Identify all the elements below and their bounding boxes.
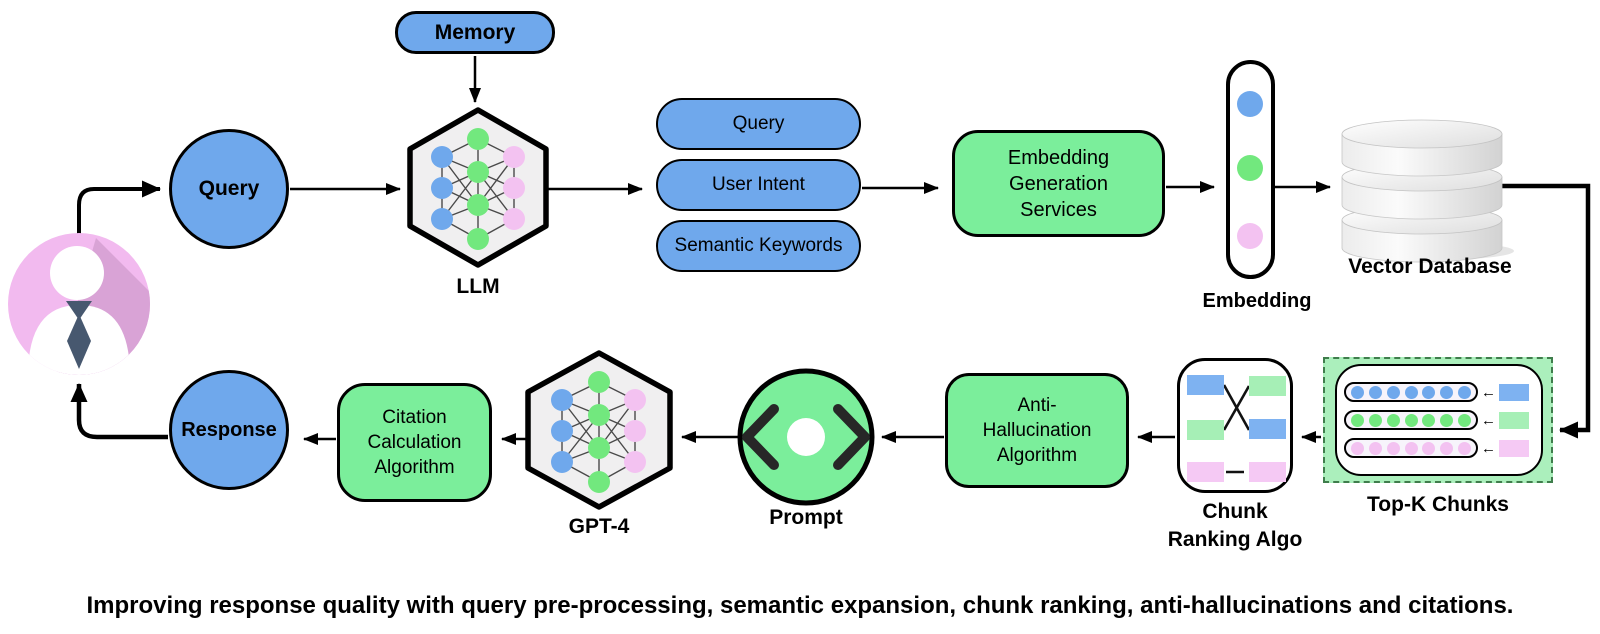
- prompt-dot: [787, 418, 825, 456]
- response-label: Response: [181, 418, 277, 441]
- memory-label: Memory: [434, 20, 516, 44]
- database-cylinders-icon: [1341, 119, 1514, 263]
- chunk-swatch: [1499, 439, 1529, 457]
- anti-hallucination-line2: Hallucination: [982, 420, 1092, 441]
- egs-line-1: Embedding: [1007, 146, 1110, 169]
- topk-row-blue: ←: [1344, 382, 1534, 402]
- gpt4-hexagon: [525, 350, 673, 510]
- expansion-pill-user-intent-label: User Intent: [712, 174, 805, 195]
- prompt-node: [737, 368, 875, 506]
- topk-row-green: ←: [1344, 410, 1534, 430]
- vector-pill: [1344, 382, 1478, 402]
- expansion-pill-query: Query: [656, 98, 861, 150]
- chunk-ranking-label-line1: Chunk: [1202, 500, 1268, 523]
- citation-line3: Algorithm: [374, 457, 455, 478]
- chunk-ranking-node: [1177, 358, 1293, 493]
- expansion-pill-semantic-keywords-label: Semantic Keywords: [674, 235, 843, 256]
- figure-caption: Improving response quality with query pr…: [86, 592, 1514, 619]
- anti-hallucination-line1: Anti-: [1017, 395, 1057, 416]
- db-disc-top: [1341, 119, 1503, 177]
- anti-hallucination-node: Anti- Hallucination Algorithm: [945, 373, 1129, 488]
- anti-hallucination-line3: Algorithm: [996, 445, 1078, 466]
- expansion-pill-semantic-keywords: Semantic Keywords: [656, 220, 861, 272]
- citation-line2: Calculation: [367, 432, 462, 453]
- vector-pill: [1344, 410, 1478, 430]
- expansion-pill-query-label: Query: [732, 113, 785, 134]
- egs-line-2: Generation: [1009, 172, 1108, 195]
- memory-node: Memory: [395, 11, 555, 54]
- egs-line-3: Services: [1020, 198, 1097, 221]
- query-node: Query: [169, 129, 289, 249]
- topk-row-pink: ←: [1344, 438, 1534, 458]
- citation-line1: Citation: [382, 407, 447, 428]
- left-arrow-icon: ←: [1481, 383, 1496, 401]
- neural-nodes: [431, 128, 525, 250]
- vector-pill: [1344, 438, 1478, 458]
- embedding-label: Embedding: [1202, 290, 1312, 312]
- chunk-ranking-label: Chunk Ranking Algo: [1135, 498, 1335, 554]
- vector-dots-capsule-icon: [1226, 60, 1275, 279]
- gpt4-label: GPT-4: [568, 515, 630, 538]
- neural-nodes: [551, 371, 646, 493]
- arrow-user-to-query: [77, 180, 161, 238]
- arrow-db-to-topk: [1502, 183, 1591, 439]
- code-brackets-icon: [742, 404, 870, 470]
- connector-arrows: [70, 56, 1591, 445]
- query-label: Query: [198, 177, 260, 200]
- left-arrow-icon: ←: [1481, 439, 1496, 457]
- vector-database-label: Vector Database: [1348, 255, 1512, 278]
- citation-calculation-node: Citation Calculation Algorithm: [337, 383, 492, 502]
- expansion-pill-user-intent: User Intent: [656, 159, 861, 211]
- chunk-vector-rows-icon: ← ← ←: [1335, 364, 1543, 476]
- left-arrow-icon: ←: [1481, 411, 1496, 429]
- swap-compare-icon: [1187, 375, 1286, 482]
- chunk-swatch: [1499, 383, 1529, 401]
- embedding-generation-services-node: Embedding Generation Services: [952, 130, 1165, 237]
- topk-chunks-node: ← ← ←: [1323, 357, 1553, 483]
- user-avatar-icon: [8, 233, 150, 375]
- prompt-label: Prompt: [769, 506, 843, 529]
- llm-hexagon: [407, 107, 549, 268]
- llm-label: LLM: [456, 275, 500, 298]
- topk-chunks-label: Top-K Chunks: [1367, 493, 1509, 516]
- response-node: Response: [169, 370, 289, 490]
- chunk-swatch: [1499, 411, 1529, 429]
- chunk-ranking-label-line2: Ranking Algo: [1167, 528, 1303, 551]
- arrow-response-to-user: [70, 383, 168, 440]
